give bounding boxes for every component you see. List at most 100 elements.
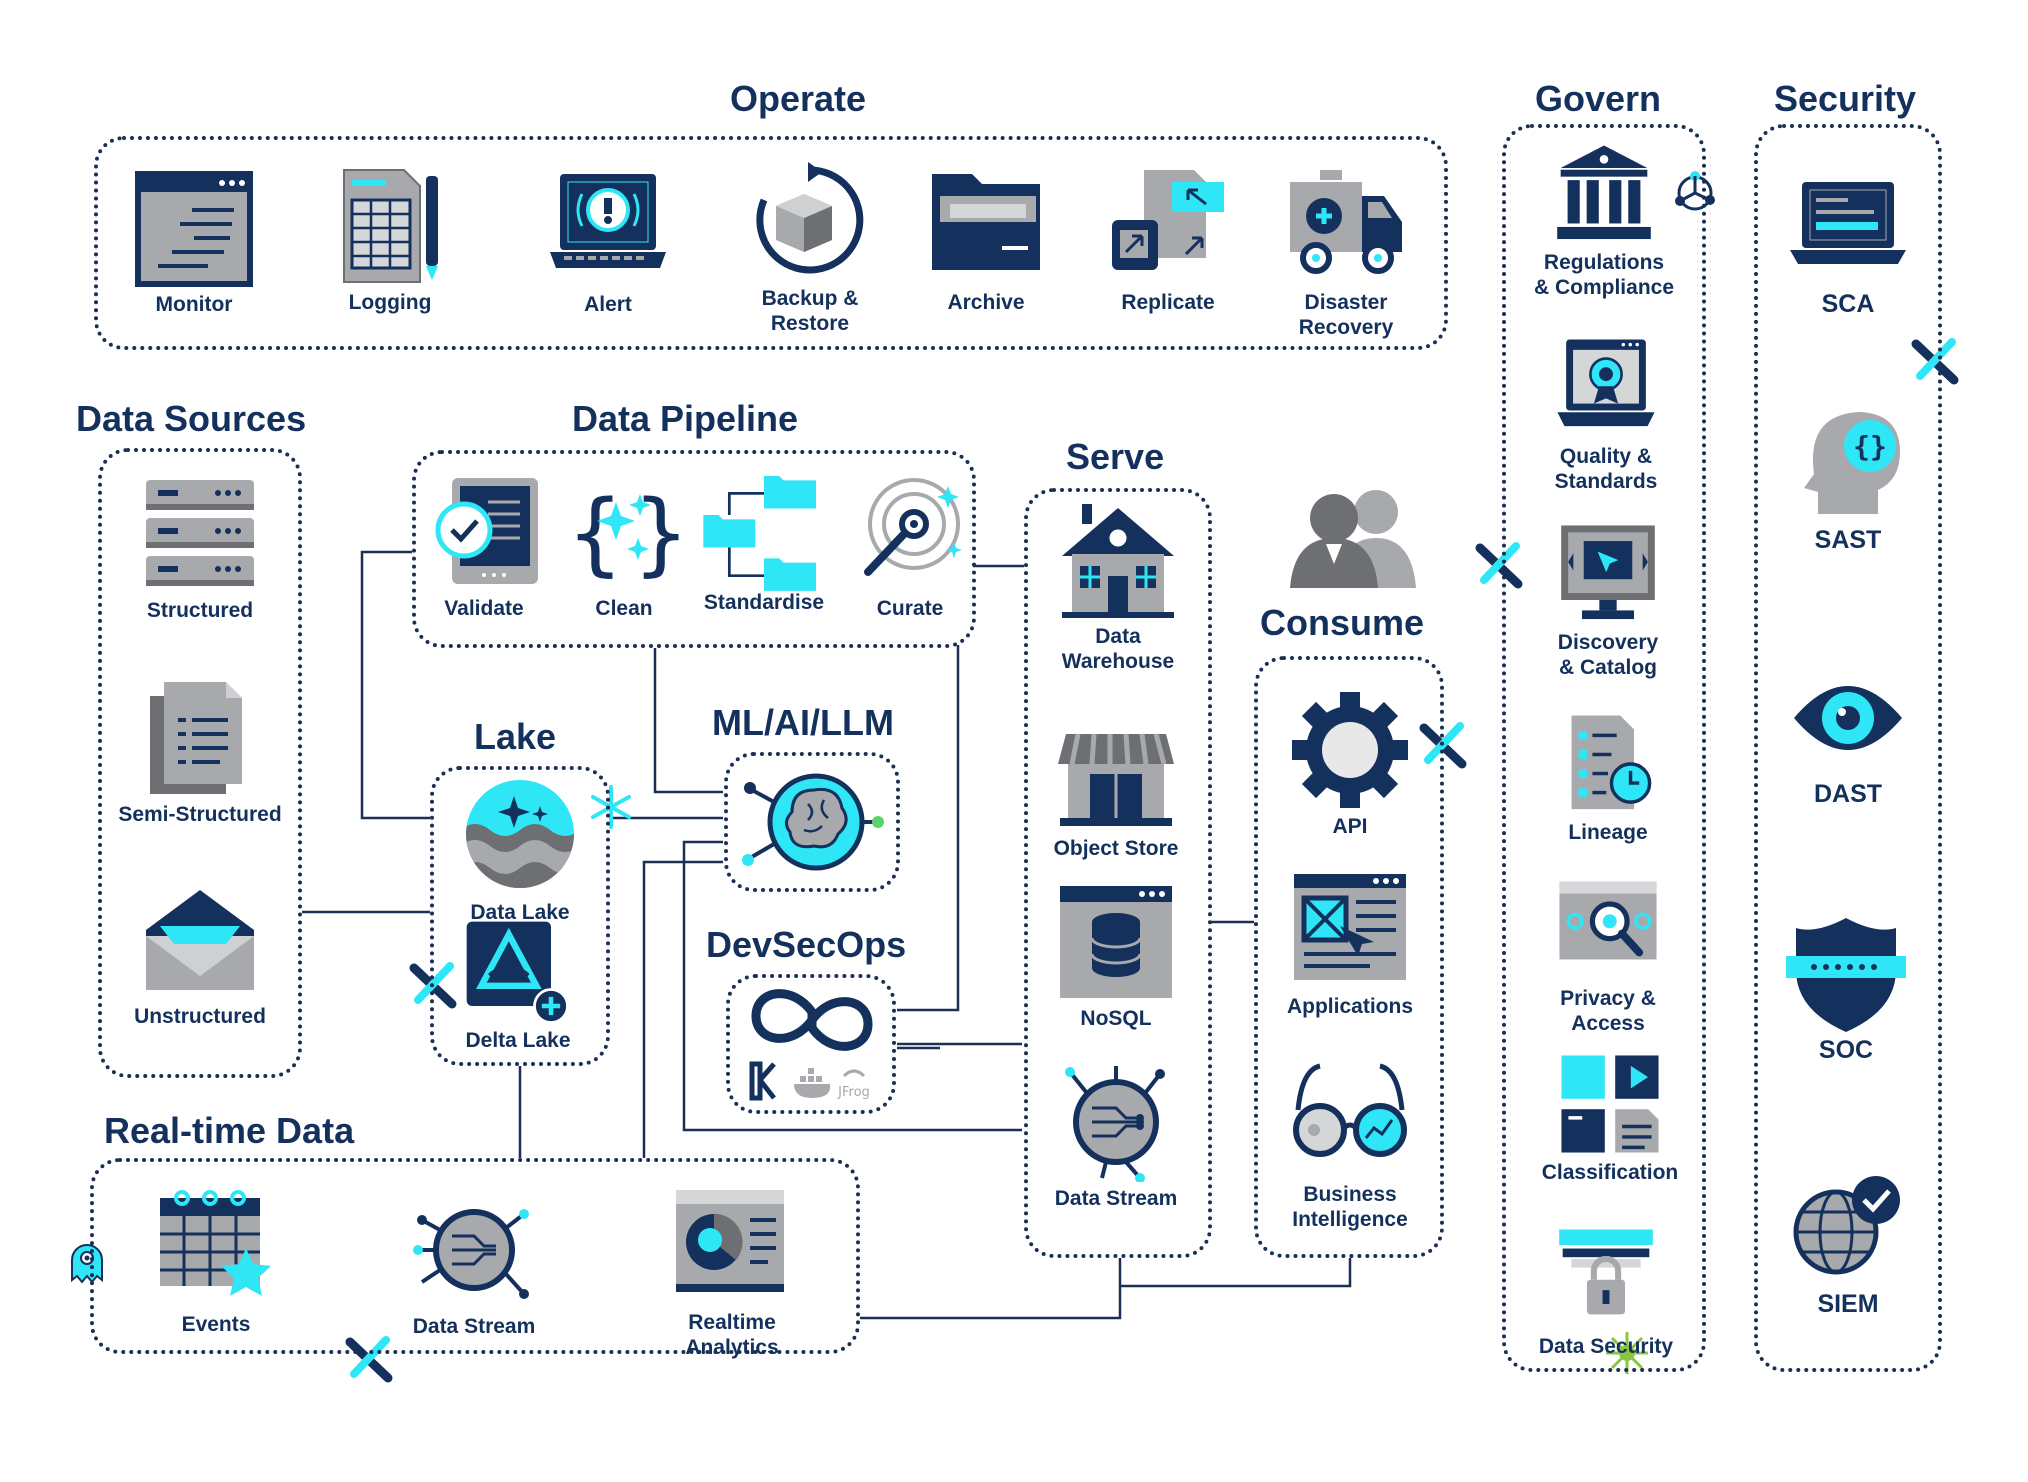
govern-title: Govern xyxy=(1535,78,1662,119)
monitor-icon xyxy=(135,171,253,287)
warehouse-house-icon xyxy=(1062,504,1174,618)
structured-node[interactable]: Structured xyxy=(105,474,295,623)
dast-node[interactable]: DAST xyxy=(1753,658,1943,807)
consume-group xyxy=(1254,656,1444,1258)
sca-laptop-icon xyxy=(1790,182,1906,264)
soc-label: SOC xyxy=(1818,1036,1874,1064)
standardise-node[interactable]: Standardise xyxy=(669,460,859,615)
data-security-node[interactable]: Data Security xyxy=(1511,1226,1701,1359)
validate-node[interactable]: Validate xyxy=(389,472,579,621)
folder-tree-icon xyxy=(703,476,816,591)
realtime-data-stream-label: Data Stream xyxy=(412,1315,536,1338)
ambulance-icon xyxy=(1290,170,1402,274)
semi-structured-document-icon xyxy=(150,682,242,794)
validate-label: Validate xyxy=(444,597,524,620)
replicate-node[interactable]: Replicate xyxy=(1073,166,1263,315)
validate-tablet-icon xyxy=(435,478,538,584)
lineage-node[interactable]: Lineage xyxy=(1513,712,1703,845)
alert-icon xyxy=(550,174,666,268)
logging-label: Logging xyxy=(348,291,432,314)
data-warehouse-label: Data Warehouse xyxy=(1061,625,1175,673)
jfrog-logo-text: JFrog xyxy=(837,1085,870,1100)
consume-title: Consume xyxy=(1260,602,1425,643)
archive-node[interactable]: Archive xyxy=(891,166,1081,315)
envelope-icon xyxy=(146,890,254,990)
realtime-analytics-label: Realtime Analytics xyxy=(685,1311,779,1359)
operate-title: Operate xyxy=(730,78,867,119)
tool-badge-icon xyxy=(1911,338,1959,385)
api-node[interactable]: API xyxy=(1255,690,1445,839)
sast-label: SAST xyxy=(1814,526,1882,554)
alert-label: Alert xyxy=(584,293,632,316)
monitor-node[interactable]: Monitor xyxy=(99,168,289,317)
backup-restore-node[interactable]: Backup & Restore xyxy=(715,162,905,336)
realtime-group xyxy=(90,1158,860,1354)
serve-group xyxy=(1024,488,1212,1258)
database-icon xyxy=(1060,886,1172,998)
siem-globe-icon xyxy=(1793,1176,1900,1275)
realtime-analytics-node[interactable]: Realtime Analytics xyxy=(637,1186,827,1360)
events-node[interactable]: Events xyxy=(121,1188,311,1337)
quality-standards-node[interactable]: Quality & Standards xyxy=(1511,336,1701,494)
ai-brain-icon[interactable] xyxy=(738,760,888,884)
users-group-icon xyxy=(1290,490,1416,588)
ml-group xyxy=(724,752,900,892)
data-security-label: Data Security xyxy=(1538,1335,1674,1358)
applications-node[interactable]: Applications xyxy=(1255,870,1445,1019)
clean-node[interactable]: {} Clean xyxy=(529,472,719,621)
semi-structured-node[interactable]: Semi-Structured xyxy=(105,678,295,827)
clean-label: Clean xyxy=(595,597,653,620)
object-store-label: Object Store xyxy=(1053,837,1179,860)
serve-title: Serve xyxy=(1066,436,1165,477)
data-lake-node[interactable]: Data Lake xyxy=(425,776,615,925)
soc-shield-icon xyxy=(1786,918,1906,1032)
business-intelligence-node[interactable]: Business Intelligence xyxy=(1255,1058,1445,1232)
serve-data-stream-label: Data Stream xyxy=(1054,1187,1178,1210)
disaster-recovery-label: Disaster Recovery xyxy=(1298,291,1394,339)
quality-certificate-icon xyxy=(1557,339,1655,427)
sca-node[interactable]: SCA xyxy=(1753,168,1943,317)
regulations-compliance-node[interactable]: Regulations & Compliance xyxy=(1509,142,1699,300)
monitor-label: Monitor xyxy=(155,293,233,316)
devsecops-group xyxy=(726,974,896,1114)
delta-lake-node[interactable]: Delta Lake xyxy=(423,918,613,1053)
nosql-label: NoSQL xyxy=(1080,1007,1152,1030)
archive-label: Archive xyxy=(947,291,1025,314)
data-pipeline-title: Data Pipeline xyxy=(572,398,799,439)
classification-node[interactable]: Classification xyxy=(1515,1052,1705,1185)
serve-data-stream-node[interactable]: Data Stream xyxy=(1021,1062,1211,1211)
object-store-node[interactable]: Object Store xyxy=(1021,712,1211,861)
nosql-node[interactable]: NoSQL xyxy=(1021,882,1211,1031)
privacy-access-node[interactable]: Privacy & Access xyxy=(1513,878,1703,1036)
tool-badge-icon xyxy=(345,1336,393,1383)
soc-node[interactable]: SOC xyxy=(1751,914,1941,1063)
lake-group xyxy=(430,766,610,1066)
quality-standards-label: Quality & Standards xyxy=(1554,445,1658,493)
regulations-compliance-label: Regulations & Compliance xyxy=(1533,251,1675,299)
disaster-recovery-node[interactable]: Disaster Recovery xyxy=(1251,166,1441,340)
privacy-access-label: Privacy & Access xyxy=(1560,987,1656,1035)
events-label: Events xyxy=(181,1313,251,1336)
alert-node[interactable]: Alert xyxy=(513,168,703,317)
discovery-catalog-node[interactable]: Discovery & Catalog xyxy=(1513,522,1703,680)
replicate-label: Replicate xyxy=(1121,291,1215,314)
dast-label: DAST xyxy=(1813,780,1883,808)
logging-node[interactable]: Logging xyxy=(295,166,485,315)
devsecops-infinity-icon[interactable]: JFrog xyxy=(748,980,878,1110)
store-front-icon xyxy=(1058,733,1174,826)
siem-node[interactable]: SIEM xyxy=(1753,1168,1943,1317)
data-stream-circuit-icon xyxy=(1065,1066,1165,1182)
applications-window-icon xyxy=(1294,874,1406,980)
analytics-dashboard-icon xyxy=(676,1190,784,1292)
realtime-title: Real-time Data xyxy=(104,1110,355,1151)
data-warehouse-node[interactable]: Data Warehouse xyxy=(1023,500,1213,674)
archive-icon xyxy=(932,174,1040,270)
curate-node[interactable]: Curate xyxy=(815,472,1005,621)
svg-text:{: { xyxy=(568,481,622,586)
applications-label: Applications xyxy=(1286,995,1413,1018)
api-gear-icon xyxy=(1292,692,1408,808)
unstructured-node[interactable]: Unstructured xyxy=(105,880,295,1029)
data-sources-title: Data Sources xyxy=(76,398,307,439)
realtime-data-stream-node[interactable]: Data Stream xyxy=(379,1190,569,1339)
sast-node[interactable]: {} SAST xyxy=(1753,404,1943,553)
